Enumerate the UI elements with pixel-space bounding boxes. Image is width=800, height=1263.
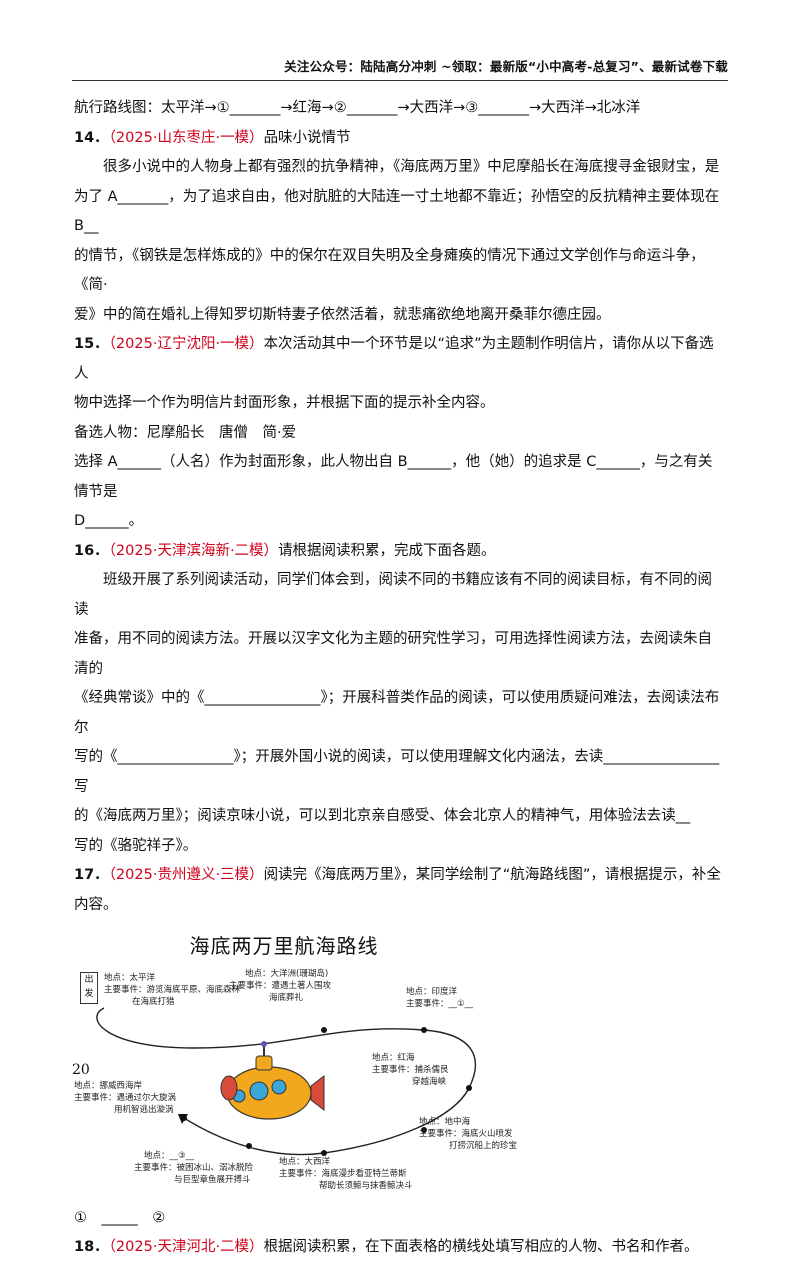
q16-source: （2025·天津滨海新·二模） (108, 542, 279, 559)
q18-source: （2025·天津河北·二模） (108, 1239, 264, 1255)
header-divider (72, 80, 728, 81)
stop-indian: 地点：印度洋 主要事件：__①__ (406, 986, 473, 1010)
route-dot-4 (421, 1126, 427, 1133)
stop-mediterranean: 地点：地中海 主要事件：海底火山喷发 打捞沉船上的珍宝 (419, 1116, 517, 1152)
stop-mediterranean-event-2: 打捞沉船上的珍宝 (449, 1140, 518, 1151)
q14-heading: 14．（2025·山东枣庄·一模）品味小说情节 (74, 124, 726, 154)
q16-text-2: 班级开展了系列阅读活动，同学们体会到，阅读不同的书籍应该有不同的阅读目标，有不同… (74, 572, 712, 618)
stop-indian-place: 地点：印度洋 (406, 986, 458, 997)
q15-number: 15． (74, 336, 109, 352)
route-line: 航行路线图：太平洋→①_______→红海→②_______→大西洋→③____… (74, 100, 641, 116)
stop-unknown-place: 地点：__③__ (144, 1150, 195, 1161)
q17-answer-line: ① _____ ② (74, 1209, 166, 1226)
q15-text-4: 选择 A______（人名）作为封面形象，此人物出自 B______，他（她）的… (74, 454, 713, 500)
q15-candidates: 备选人物：尼摩船长 唐僧 简·爱 (74, 424, 297, 441)
q18-text-1: 根据阅读积累，在下面表格的横线处填写相应的人物、书名和作者。 (263, 1239, 699, 1255)
stop-mediterranean-place: 地点：地中海 (419, 1116, 471, 1127)
stop-redsea-event: 主要事件：捕杀儒艮 (372, 1064, 449, 1075)
q16-text-6: 的《海底两万里》；阅读京味小说，可以到北京亲自感受、体会北京人的精神气，用体验法… (74, 808, 691, 824)
q17-source: （2025·贵州遵义·三模） (108, 867, 264, 883)
page-number: 20 (72, 1062, 90, 1078)
stop-atlantic-event-2: 帮助长须鲸与抹香鲸决斗 (319, 1180, 413, 1191)
stop-pacific: 地点：太平洋 主要事件：游览海底平原、海底森林 在海底打猎 (104, 972, 240, 1008)
route-dot-6 (246, 1142, 252, 1149)
stop-norway-event-2: 用机智逃出漩涡 (114, 1104, 174, 1115)
q16-text-4: 《经典常谈》中的《________________》；开展科普类作品的阅读，可以… (74, 690, 720, 736)
q15-heading: 15．（2025·辽宁沈阳·一模）本次活动其中一个环节是以“追求”为主题制作明信… (74, 330, 726, 389)
submarine-icon (220, 1040, 325, 1120)
route-map: 出发 地点：太平洋 主要事件：游览海底平原、海底森林 在海底打猎 地点：大洋洲(… (74, 968, 517, 1198)
stop-oceania-place: 地点：大洋洲(珊瑚岛) (245, 968, 329, 979)
q15-text-5: D______。 (74, 513, 144, 529)
q17-text-1: 阅读完《海底两万里》，某同学绘制了“航海路线图”，请根据提示，补全 (263, 867, 721, 883)
stop-redsea-event-2: 穿越海峡 (412, 1076, 447, 1087)
route-dot-1 (321, 1026, 327, 1033)
stop-unknown-event: 主要事件：被困冰山、溺冰脱险 (134, 1162, 254, 1173)
route-arrow (178, 1113, 188, 1124)
stop-atlantic-place: 地点：大西洋 (279, 1156, 331, 1167)
stop-indian-event: 主要事件：__①__ (406, 998, 474, 1009)
stop-norway-place: 地点：挪威西海岸 (74, 1080, 143, 1091)
page-content: 航行路线图：太平洋→①_______→红海→②_______→大西洋→③____… (74, 94, 726, 1263)
q18-number: 18． (74, 1239, 109, 1255)
stop-unknown-event-2: 与巨型章鱼展开搏斗 (174, 1174, 251, 1185)
q14-title: 品味小说情节 (263, 129, 351, 146)
stop-oceania-event: 主要事件：遭遇土著人围攻 (229, 980, 332, 991)
q14-number: 14． (74, 129, 109, 146)
q14-text-1: 很多小说中的人物身上都有强烈的抗争精神，《海底两万里》中尼摩船长在海底搜寻金银财… (103, 159, 720, 175)
q15-source: （2025·辽宁沈阳·一模） (108, 336, 264, 352)
stop-pacific-place: 地点：太平洋 (104, 972, 156, 983)
page-header: 关注公众号：陆陆高分冲刺 ~领取：最新版“小中高考-总复习”、最新试卷下载 (284, 59, 728, 74)
stop-oceania: 地点：大洋洲(珊瑚岛) 主要事件：遭遇土著人围攻 海底葬礼 (229, 968, 331, 1004)
route-map-title: 海底两万里航海路线 (189, 934, 379, 958)
q14-text-2: 为了 A_______，为了追求自由，他对肮脏的大陆连一寸土地都不靠近；孙悟空的… (74, 188, 720, 235)
q17-heading: 17．（2025·贵州遵义·三模）阅读完《海底两万里》，某同学绘制了“航海路线图… (74, 861, 726, 891)
q14-text-3: 的情节，《钢铁是怎样炼成的》中的保尔在双目失明及全身瘫痪的情况下通过文学创作与命… (74, 247, 705, 294)
q16-heading: 16．（2025·天津滨海新·二模）请根据阅读积累，完成下面各题。 (74, 537, 726, 567)
stop-pacific-event: 主要事件：游览海底平原、海底森林 (104, 984, 241, 995)
q16-text-5: 写的《________________》；开展外国小说的阅读，可以使用理解文化内… (74, 749, 720, 795)
q18-heading: 18．（2025·天津河北·二模）根据阅读积累，在下面表格的横线处填写相应的人物… (74, 1233, 726, 1263)
stop-unknown: 地点：__③__ 主要事件：被困冰山、溺冰脱险 与巨型章鱼展开搏斗 (134, 1150, 253, 1186)
q17-text-2: 内容。 (74, 896, 118, 913)
q16-text-1: 请根据阅读积累，完成下面各题。 (278, 542, 496, 559)
q15-text-1: 本次活动其中一个环节是以“追求”为主题制作明信片，请你从以下备选人 (74, 336, 714, 382)
stop-oceania-event-2: 海底葬礼 (269, 992, 304, 1003)
stop-norway: 地点：挪威西海岸 主要事件：遇通过尔大旋涡 用机智逃出漩涡 (74, 1080, 176, 1116)
route-dot-2 (421, 1026, 427, 1033)
stop-pacific-event-2: 在海底打猎 (132, 996, 175, 1007)
q16-number: 16． (74, 542, 109, 559)
route-dot-3 (466, 1084, 472, 1091)
stop-atlantic-event: 主要事件：海底漫步看亚特兰蒂斯 (279, 1168, 407, 1179)
stop-mediterranean-event: 主要事件：海底火山喷发 (419, 1128, 513, 1139)
q15-text-2: 物中选择一个作为明信片封面形象，并根据下面的提示补全内容。 (74, 395, 495, 411)
stop-redsea: 地点：红海 主要事件：捕杀儒艮 穿越海峡 (372, 1052, 449, 1088)
route-start-box: 出发 (80, 971, 98, 1004)
q14-text-4: 爱》中的简在婚礼上得知罗切斯特妻子依然活着，就悲痛欲绝地离开桑菲尔德庄园。 (74, 306, 611, 323)
q16-text-7: 写的《骆驼祥子》。 (74, 837, 198, 854)
stop-norway-event: 主要事件：遇通过尔大旋涡 (74, 1092, 177, 1103)
q14-source: （2025·山东枣庄·一模） (108, 129, 264, 146)
stop-atlantic: 地点：大西洋 主要事件：海底漫步看亚特兰蒂斯 帮助长须鲸与抹香鲸决斗 (279, 1156, 413, 1192)
q17-number: 17． (74, 867, 109, 883)
q16-text-3: 准备，用不同的阅读方法。开展以汉字文化为主题的研究性学习，可用选择性阅读方法，去… (74, 631, 712, 677)
stop-redsea-place: 地点：红海 (372, 1052, 415, 1063)
